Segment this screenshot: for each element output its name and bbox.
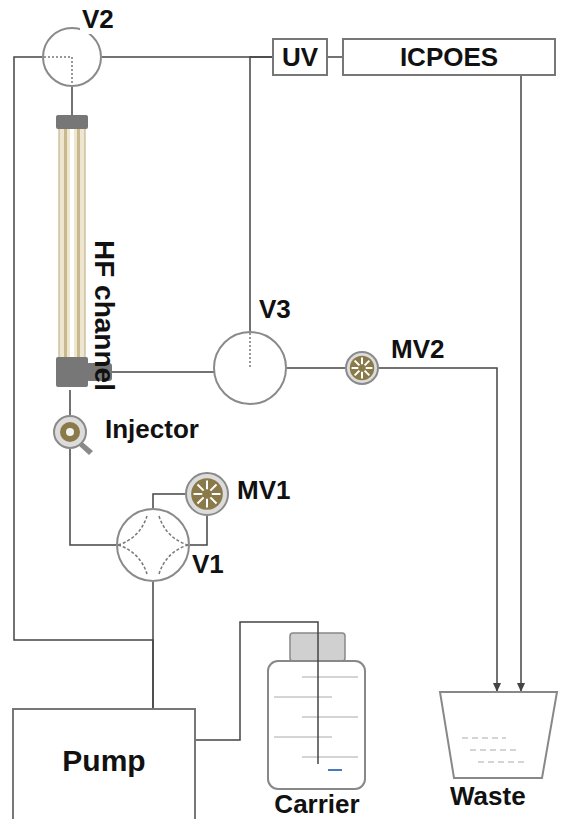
bottle-label: Carrier: [272, 790, 361, 819]
tubing-line: [112, 371, 214, 373]
circle-node: MV2: [345, 351, 379, 385]
tubing-line: [71, 87, 73, 115]
tube-node: HF channel: [56, 113, 112, 390]
box-label: UV: [272, 38, 328, 76]
waste-node: Waste: [436, 688, 561, 819]
circle-node: V3: [213, 331, 287, 405]
channel-label: HF channel: [89, 238, 120, 393]
tubing-line: [69, 390, 71, 415]
tubing-line: [102, 56, 272, 58]
valve-label: MV2: [389, 335, 446, 364]
circle-node: MV1: [185, 472, 229, 516]
tubing-line: [250, 57, 272, 331]
box-label: ICPOES: [342, 38, 556, 76]
circle-node: V2: [42, 27, 102, 87]
tubing-line: [287, 367, 345, 369]
valve-label: V1: [190, 550, 226, 579]
node-shape: [185, 472, 229, 516]
tubing-line: [190, 516, 207, 545]
tubing-line: [520, 76, 522, 691]
node-shape: [116, 508, 190, 582]
box-label: Pump: [12, 708, 196, 814]
tubing-line: [70, 449, 116, 545]
tubing-line: [14, 57, 153, 708]
valve-label: V2: [80, 5, 116, 34]
tubing-line: [379, 368, 497, 691]
valve-label: Injector: [103, 415, 201, 444]
instrument-box: ICPOES: [342, 38, 556, 76]
instrument-box: Pump: [12, 708, 196, 819]
node-shape: [53, 415, 87, 449]
bottle-node: Carrier: [262, 632, 372, 819]
waste-label: Waste: [448, 782, 528, 811]
node-shape: [345, 351, 379, 385]
node-shape: [42, 27, 102, 87]
node-shape: [213, 331, 287, 405]
tubing-line: [153, 494, 185, 508]
tubing-line: [328, 56, 342, 58]
valve-label: MV1: [235, 476, 292, 505]
circle-node: V1: [116, 508, 190, 582]
instrument-box: UV: [272, 38, 328, 76]
circle-node: Injector: [53, 415, 87, 449]
valve-label: V3: [257, 295, 293, 324]
